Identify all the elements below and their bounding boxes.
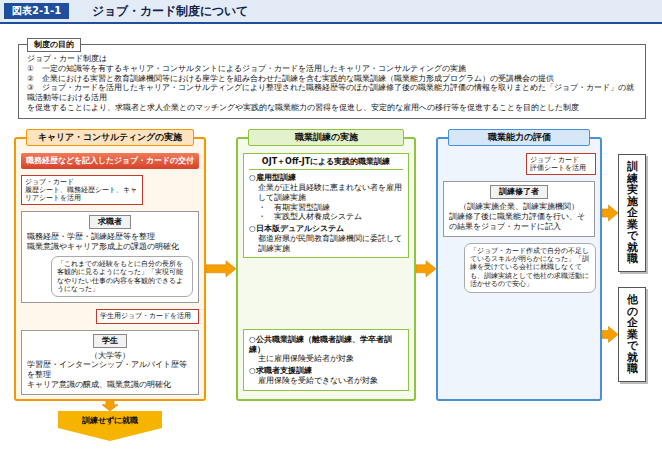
speech-bubble: 「ジョブ・カード作成で自分の不足しているスキルが明らかになった」「訓練を受けてい… [464, 243, 596, 293]
note-tag: ジョブ・カード評価シートを活用 [526, 153, 596, 175]
arrow-fill [58, 411, 162, 441]
node-text: を促進することにより、求職者と求人企業とのマッチングや実践的な職業能力の習得を促… [27, 103, 637, 113]
node-text: ○雇用型訓練 [249, 173, 403, 183]
outcome-arrow: 訓練せずに就職 [58, 411, 162, 441]
arrow-shape [58, 411, 162, 441]
node-text: 職業意識やキャリア形成上の課題の明確化 [27, 242, 193, 252]
node-text: 制度の目的 [27, 38, 81, 52]
node-text: 企業が正社員経験に恵まれない者を雇用して訓練実施 [249, 183, 403, 203]
node-text: 学習歴・インターンシップ・アルバイト歴等を整理 [27, 360, 193, 380]
figure-number: 図表2-1-1 [4, 3, 69, 19]
title-bar: 図表2-1-1 ジョブ・カード制度について [0, 0, 662, 24]
node-text: 他の企業で就職 [627, 294, 638, 375]
outcome-box: 他の企業で就職 [618, 287, 646, 382]
group-box: 求職者職務経歴・学歴・訓練経歴等を整理職業意識やキャリア形成上の課題の明確化「こ… [21, 211, 199, 303]
node-text: ○公共職業訓練（離職者訓練、学卒者訓練） [249, 335, 403, 355]
node-text: （大学等） [27, 351, 193, 361]
flow-arrow [102, 401, 118, 412]
node-text: キャリア・コンサルティングの実施 [26, 129, 194, 146]
node-text: ③ ジョブ・カードを活用したキャリア・コンサルティングにより整理された職務経歴等… [27, 83, 637, 103]
node-text: （訓練実施企業、訓練実施機関） [449, 202, 589, 212]
node-text: ジョブ・カード [530, 156, 592, 164]
node-text: 訓練実施企業で就職 [627, 161, 638, 265]
node-text: キャリア意識の醸成、職業意識の明確化 [27, 380, 193, 390]
node-text: OJT＋Off-JTによる実践的職業訓練 [249, 157, 403, 170]
node-text: 求職者 [89, 215, 131, 229]
phase-panel: 職業訓練の実施OJT＋Off-JTによる実践的職業訓練○雇用型訓練企業が正社員経… [236, 137, 416, 401]
node-text: 学生用ジョブ・カードを活用 [100, 312, 195, 320]
node-text: ・ 実践型人材養成システム [249, 212, 403, 222]
diagram-title: ジョブ・カード制度について [92, 3, 248, 19]
node-text: ○日本版デュアルシステム [249, 224, 403, 234]
training-box: ○公共職業訓練（離職者訓練、学卒者訓練）主に雇用保険受給者が対象 ○求職者支援訓練… [243, 329, 409, 391]
issue-band: 職務経歴などを記入したジョブ・カードの交付 [21, 153, 199, 169]
node-text: ジョブ・カード制度は [27, 54, 637, 64]
node-text: 訓練修了後に職業能力評価を行い、その結果をジョブ・カードに記入 [449, 212, 589, 232]
node-text: ○求職者支援訓練 [249, 366, 403, 376]
node-text: 訓練修了者 [490, 185, 548, 199]
outcome-box: 訓練実施企業で就職 [618, 154, 646, 272]
node-text: 評価シートを活用 [530, 164, 592, 172]
node-text: 職業能力の評価 [448, 129, 590, 146]
note-tag: 学生用ジョブ・カードを活用 [96, 309, 199, 323]
training-box: OJT＋Off-JTによる実践的職業訓練 ○雇用型訓練企業が正社員経験に恵まれない… [243, 153, 409, 258]
phase-panel: キャリア・コンサルティングの実施職務経歴などを記入したジョブ・カードの交付求職者… [14, 137, 206, 401]
node-text: 職務経歴などを記入したジョブ・カードの交付 [23, 156, 197, 166]
flow-arrow [602, 205, 618, 221]
phase-panel: 職業能力の評価訓練修了者（訓練実施企業、訓練実施機関）訓練修了後に職業能力評価を… [436, 137, 602, 401]
node-text: 雇用保険を受給できない者が対象 [249, 376, 403, 386]
group-box: 学生 （大学等）学習歴・インターンシップ・アルバイト歴等を整理キャリア意識の醸成、… [21, 330, 199, 395]
flow-arrow [206, 261, 236, 277]
node-text: 職務経歴・学歴・訓練経歴等を整理 [27, 232, 193, 242]
note-tag: ジョブ・カード履歴シート、職務経歴シート、キャリアシートを活用 [21, 175, 143, 205]
node-text: 「これまでの経験をもとに自分の長所を客観的に見るようになった」「実現可能なやりた… [57, 260, 187, 294]
node-text: 職業訓練の実施 [248, 129, 404, 146]
speech-bubble: 「これまでの経験をもとに自分の長所を客観的に見るようになった」「実現可能なやりた… [51, 256, 193, 298]
node-text: 履歴シート、職務経歴シート、キャリアシートを活用 [25, 186, 139, 202]
node-text: 都道府県が民間教育訓練機関に委託して訓練実施 [249, 234, 403, 254]
node-text: ① 一定の知識等を有するキャリア・コンサルタントによるジョブ・カードを活用したキ… [27, 64, 637, 74]
node-text: 学生 [93, 334, 127, 348]
flow-arrow [602, 326, 618, 342]
node-text: ・ 有期実習型訓練 [249, 203, 403, 213]
flow-arrow [416, 261, 436, 277]
node-text: 訓練せずに就職 [58, 415, 162, 426]
group-box: 訓練修了者 （訓練実施企業、訓練実施機関）訓練修了後に職業能力評価を行い、その結果… [443, 181, 595, 236]
node-text: ② 企業における実習と教育訓練機関等における座学とを組み合わせた訓練を含む実践的… [27, 74, 637, 84]
node-text: 「ジョブ・カード作成で自分の不足しているスキルが明らかになった」「訓練を受けてい… [470, 247, 590, 289]
node-text: 主に雇用保険受給者が対象 [249, 354, 403, 364]
node-text: ジョブ・カード [25, 178, 139, 186]
purpose-box: 制度の目的ジョブ・カード制度は① 一定の知識等を有するキャリア・コンサルタントに… [18, 44, 646, 119]
